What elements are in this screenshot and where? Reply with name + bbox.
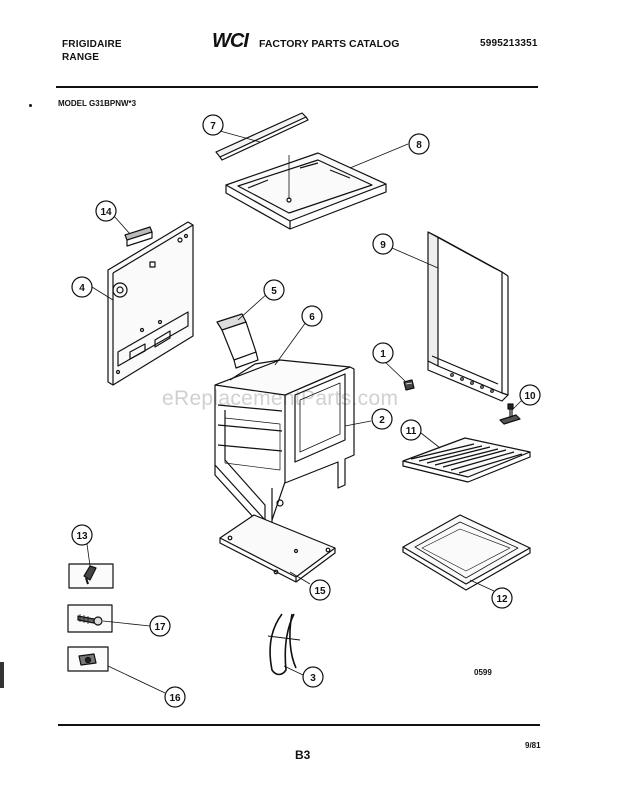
part-small-knob — [403, 379, 415, 391]
brand-label: FRIGIDAIRE — [62, 39, 122, 50]
callout-label: 15 — [314, 586, 326, 597]
callout-label: 3 — [310, 673, 316, 684]
callout-label: 14 — [100, 207, 112, 218]
part-leveling-leg — [499, 403, 521, 425]
part-wire-tie — [267, 613, 301, 676]
callout-label: 16 — [169, 693, 181, 704]
part-bracket-clip — [124, 226, 153, 247]
callout-label: 7 — [210, 121, 216, 132]
part-broiler-pan — [402, 514, 531, 591]
part-hinge-bracket — [68, 563, 114, 589]
part-bottom-panel — [219, 499, 336, 583]
model-number: MODEL G31BPNW*3 — [58, 99, 137, 108]
part-burner-bracket — [216, 313, 259, 369]
drawing-code: 0599 — [474, 668, 492, 677]
header-divider — [56, 86, 538, 88]
revision-date: 9/81 — [525, 741, 541, 750]
part-side-panel — [427, 231, 509, 402]
product-type-label: RANGE — [62, 52, 100, 63]
part-oven-rack — [402, 437, 531, 483]
callout-label: 1 — [380, 349, 386, 360]
callout-label: 8 — [416, 140, 422, 151]
wci-logo: WCI — [212, 30, 249, 52]
part-oven-body — [214, 359, 355, 531]
callout-label: 10 — [524, 391, 536, 402]
footer-divider — [58, 724, 540, 726]
page-number: B3 — [295, 748, 311, 762]
dot-mark — [29, 104, 32, 107]
edge-mark — [0, 662, 4, 688]
part-top-trim-strip — [215, 112, 309, 161]
catalog-title: FACTORY PARTS CATALOG — [259, 38, 400, 50]
part-retainer-clip — [67, 646, 109, 672]
callout-label: 2 — [379, 415, 385, 426]
part-back-panel — [107, 221, 194, 386]
callout-label: 9 — [380, 240, 386, 251]
callout-label: 4 — [79, 283, 85, 294]
part-screw — [67, 604, 113, 633]
watermark: eReplacementParts.com — [162, 387, 399, 410]
callout-label: 17 — [154, 622, 166, 633]
part-cooktop — [225, 152, 387, 230]
callout-label: 6 — [309, 312, 315, 323]
callout-label: 13 — [76, 531, 88, 542]
callout-label: 5 — [271, 286, 277, 297]
callout-label: 12 — [496, 594, 508, 605]
catalog-number: 5995213351 — [480, 38, 538, 49]
callout-label: 11 — [406, 426, 417, 437]
